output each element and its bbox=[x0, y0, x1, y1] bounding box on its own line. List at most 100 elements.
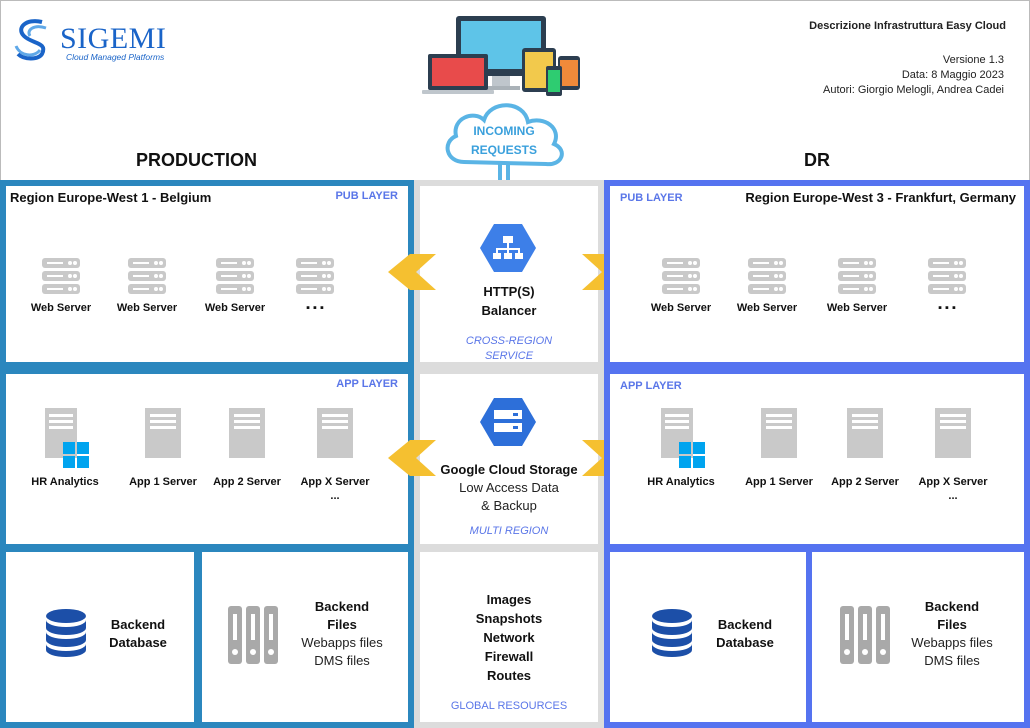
web-server-label: Web Server bbox=[736, 302, 798, 314]
storage-tag: MULTI REGION bbox=[469, 525, 549, 537]
production-web-server-more: ▪ ▪ ▪ bbox=[270, 256, 360, 315]
production-hr-analytics: HR Analytics bbox=[20, 404, 110, 489]
sigemi-swirl-icon bbox=[14, 19, 47, 61]
center-balancer-panel: HTTP(S) Balancer CROSS-REGION SERVICE bbox=[414, 180, 604, 368]
backend-files-title-2: Files bbox=[937, 617, 967, 632]
incoming-line-1: INCOMING bbox=[473, 124, 535, 138]
web-server-label: Web Server bbox=[826, 302, 888, 314]
app-server-icon bbox=[761, 408, 797, 458]
production-app-x-server: App X Server ... bbox=[290, 404, 380, 503]
backend-files-sub-1: Webapps files bbox=[301, 635, 383, 650]
arrow-left-icon bbox=[388, 440, 436, 476]
resource-network: Network bbox=[483, 630, 535, 645]
global-resources-list: Images Snapshots Network Firewall Routes bbox=[420, 590, 598, 685]
center-storage-panel: Google Cloud Storage Low Access Data & B… bbox=[414, 368, 604, 550]
dr-web-server-more: ▪ ▪ ▪ bbox=[902, 256, 992, 315]
windows-server-icon bbox=[45, 408, 89, 468]
doc-version: Versione 1.3 bbox=[942, 54, 1004, 66]
production-region-title: Region Europe-West 1 - Belgium bbox=[10, 190, 212, 205]
backend-files-sub-2: DMS files bbox=[924, 653, 980, 668]
server-rack-icon bbox=[748, 258, 786, 294]
balancer-line-2: Balancer bbox=[481, 303, 537, 318]
production-app-2-server: App 2 Server bbox=[202, 404, 292, 489]
backend-files-label: Backend Files Webapps files DMS files bbox=[902, 598, 1002, 670]
balancer-line-1: HTTP(S) bbox=[483, 284, 535, 299]
app-server-icon bbox=[935, 408, 971, 458]
storage-sub-2: & Backup bbox=[481, 498, 537, 513]
balancer-label: HTTP(S) Balancer bbox=[420, 282, 598, 320]
server-rack-icon bbox=[296, 258, 334, 294]
file-cabinet-icon bbox=[228, 606, 278, 664]
backend-db-title-1: Backend bbox=[717, 617, 773, 632]
production-web-server-2: Web Server bbox=[102, 256, 192, 315]
dr-backend-database: Backend Database bbox=[604, 546, 812, 728]
backend-files-title-1: Backend bbox=[924, 599, 980, 614]
resource-images: Images bbox=[486, 592, 532, 607]
app-2-server-label: App 2 Server bbox=[213, 476, 281, 488]
cloud-icon bbox=[445, 103, 564, 180]
logo-text: SIGEMI bbox=[60, 22, 167, 55]
balancer-tag-line-2: SERVICE bbox=[484, 350, 534, 362]
backend-files-sub-2: DMS files bbox=[314, 653, 370, 668]
resource-routes: Routes bbox=[486, 668, 532, 683]
app-server-icon bbox=[317, 408, 353, 458]
backend-files-title-2: Files bbox=[327, 617, 357, 632]
center-resources-panel: Images Snapshots Network Firewall Routes… bbox=[414, 546, 604, 728]
global-resources-tag: GLOBAL RESOURCES bbox=[450, 700, 568, 712]
hr-analytics-label: HR Analytics bbox=[31, 476, 99, 488]
dr-pub-layer: PUB LAYER Region Europe-West 3 - Frankfu… bbox=[604, 180, 1030, 368]
arrow-left-icon bbox=[388, 254, 436, 290]
doc-authors: Autori: Giorgio Melogli, Andrea Cadei bbox=[823, 84, 1004, 96]
database-icon bbox=[46, 609, 86, 657]
doc-date: Data: 8 Maggio 2023 bbox=[901, 69, 1004, 81]
web-server-more-label: ▪ ▪ ▪ bbox=[306, 302, 324, 314]
server-rack-icon bbox=[838, 258, 876, 294]
hr-analytics-label: HR Analytics bbox=[647, 476, 715, 488]
production-app-tag: APP LAYER bbox=[336, 378, 398, 390]
server-rack-icon bbox=[662, 258, 700, 294]
production-title: PRODUCTION bbox=[136, 150, 257, 170]
dr-app-2-server: App 2 Server bbox=[820, 404, 910, 489]
app-1-server-label: App 1 Server bbox=[129, 476, 197, 488]
storage-tag-wrap: MULTI REGION bbox=[420, 524, 598, 539]
storage-label: Google Cloud Storage Low Access Data & B… bbox=[420, 460, 598, 515]
web-server-label: Web Server bbox=[116, 302, 178, 314]
app-server-icon bbox=[847, 408, 883, 458]
backend-db-title-2: Database bbox=[716, 635, 774, 650]
resource-firewall: Firewall bbox=[484, 649, 534, 664]
server-rack-icon bbox=[928, 258, 966, 294]
app-x-server-label: App X Server bbox=[918, 476, 988, 488]
storage-sub-1: Low Access Data bbox=[459, 480, 559, 495]
dr-backend-files: Backend Files Webapps files DMS files bbox=[806, 546, 1030, 728]
dr-app-1-server: App 1 Server bbox=[734, 404, 824, 489]
app-x-server-label: App X Server bbox=[300, 476, 370, 488]
app-server-icon bbox=[229, 408, 265, 458]
sigemi-logo: SIGEMI Cloud Managed Platforms bbox=[12, 16, 172, 66]
cloud-storage-icon bbox=[480, 398, 536, 446]
server-rack-icon bbox=[42, 258, 80, 294]
production-backend-files: Backend Files Webapps files DMS files bbox=[196, 546, 414, 728]
dr-title: DR bbox=[804, 150, 830, 170]
doc-title: Descrizione Infrastruttura Easy Cloud bbox=[809, 20, 1006, 32]
production-web-server-3: Web Server bbox=[190, 256, 280, 315]
dr-app-tag: APP LAYER bbox=[620, 380, 682, 392]
web-server-label: Web Server bbox=[30, 302, 92, 314]
production-app-layer: APP LAYER HR Analytics App 1 Server App … bbox=[0, 368, 414, 550]
web-server-more-label: ▪ ▪ ▪ bbox=[938, 302, 956, 314]
web-server-label: Web Server bbox=[650, 302, 712, 314]
app-x-ellipsis: ... bbox=[948, 490, 958, 502]
app-2-server-label: App 2 Server bbox=[831, 476, 899, 488]
logo-subtitle: Cloud Managed Platforms bbox=[66, 52, 165, 62]
server-rack-icon bbox=[216, 258, 254, 294]
backend-files-title-1: Backend bbox=[314, 599, 370, 614]
backend-db-label: Backend Database bbox=[100, 616, 176, 652]
backend-files-label: Backend Files Webapps files DMS files bbox=[292, 598, 392, 670]
dr-web-server-2: Web Server bbox=[722, 256, 812, 315]
app-1-server-label: App 1 Server bbox=[745, 476, 813, 488]
backend-db-label: Backend Database bbox=[706, 616, 784, 652]
dr-app-layer: APP LAYER HR Analytics App 1 Server App … bbox=[604, 368, 1030, 550]
web-server-label: Web Server bbox=[204, 302, 266, 314]
windows-server-icon bbox=[661, 408, 705, 468]
dr-app-x-server: App X Server ... bbox=[908, 404, 998, 503]
incoming-line-2: REQUESTS bbox=[470, 143, 537, 157]
